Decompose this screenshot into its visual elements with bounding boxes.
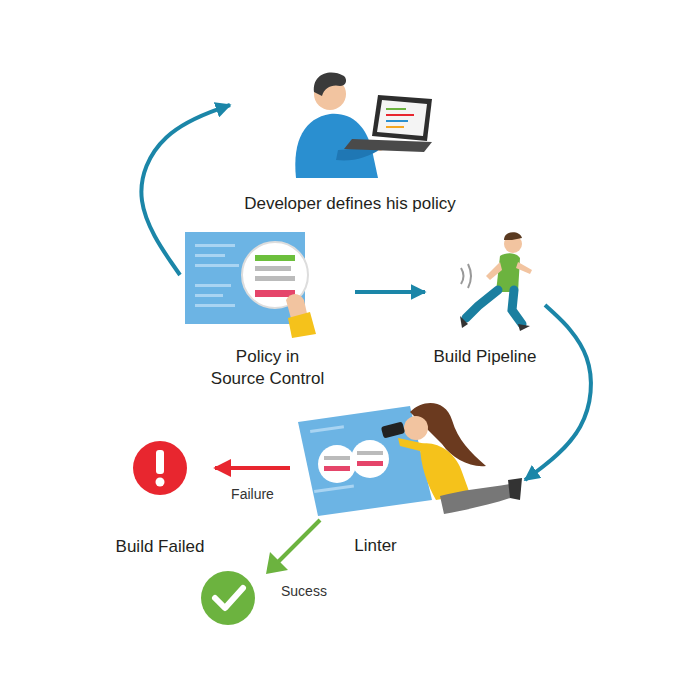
developer-step: Developer defines his policy <box>230 55 470 215</box>
policy-document <box>185 232 316 338</box>
failed-step: Build Failed <box>105 438 215 558</box>
success-arrow <box>266 520 320 574</box>
edge-label: Failure <box>228 486 277 502</box>
step-caption: Policy in Source Control <box>191 346 345 390</box>
linter-figure <box>298 403 522 516</box>
success-icon <box>201 571 255 625</box>
cycle-arrow <box>141 105 230 275</box>
success-label: Sucess <box>278 583 330 599</box>
developer-figure <box>295 73 432 178</box>
step-caption: Build Pipeline <box>431 346 538 368</box>
runner-figure <box>460 232 532 331</box>
pipeline-step: Build Pipeline <box>425 230 545 368</box>
step-caption: Build Failed <box>114 536 207 558</box>
source-control-step: Policy in Source Control <box>180 230 355 390</box>
step-caption: Developer defines his policy <box>242 193 458 215</box>
failure-icon <box>133 441 187 495</box>
flow-arrow <box>355 290 425 294</box>
step-caption: Linter <box>352 535 399 557</box>
linter-step: Linter <box>290 395 525 557</box>
flow-arrow <box>525 305 591 480</box>
failure-arrow <box>215 466 290 470</box>
